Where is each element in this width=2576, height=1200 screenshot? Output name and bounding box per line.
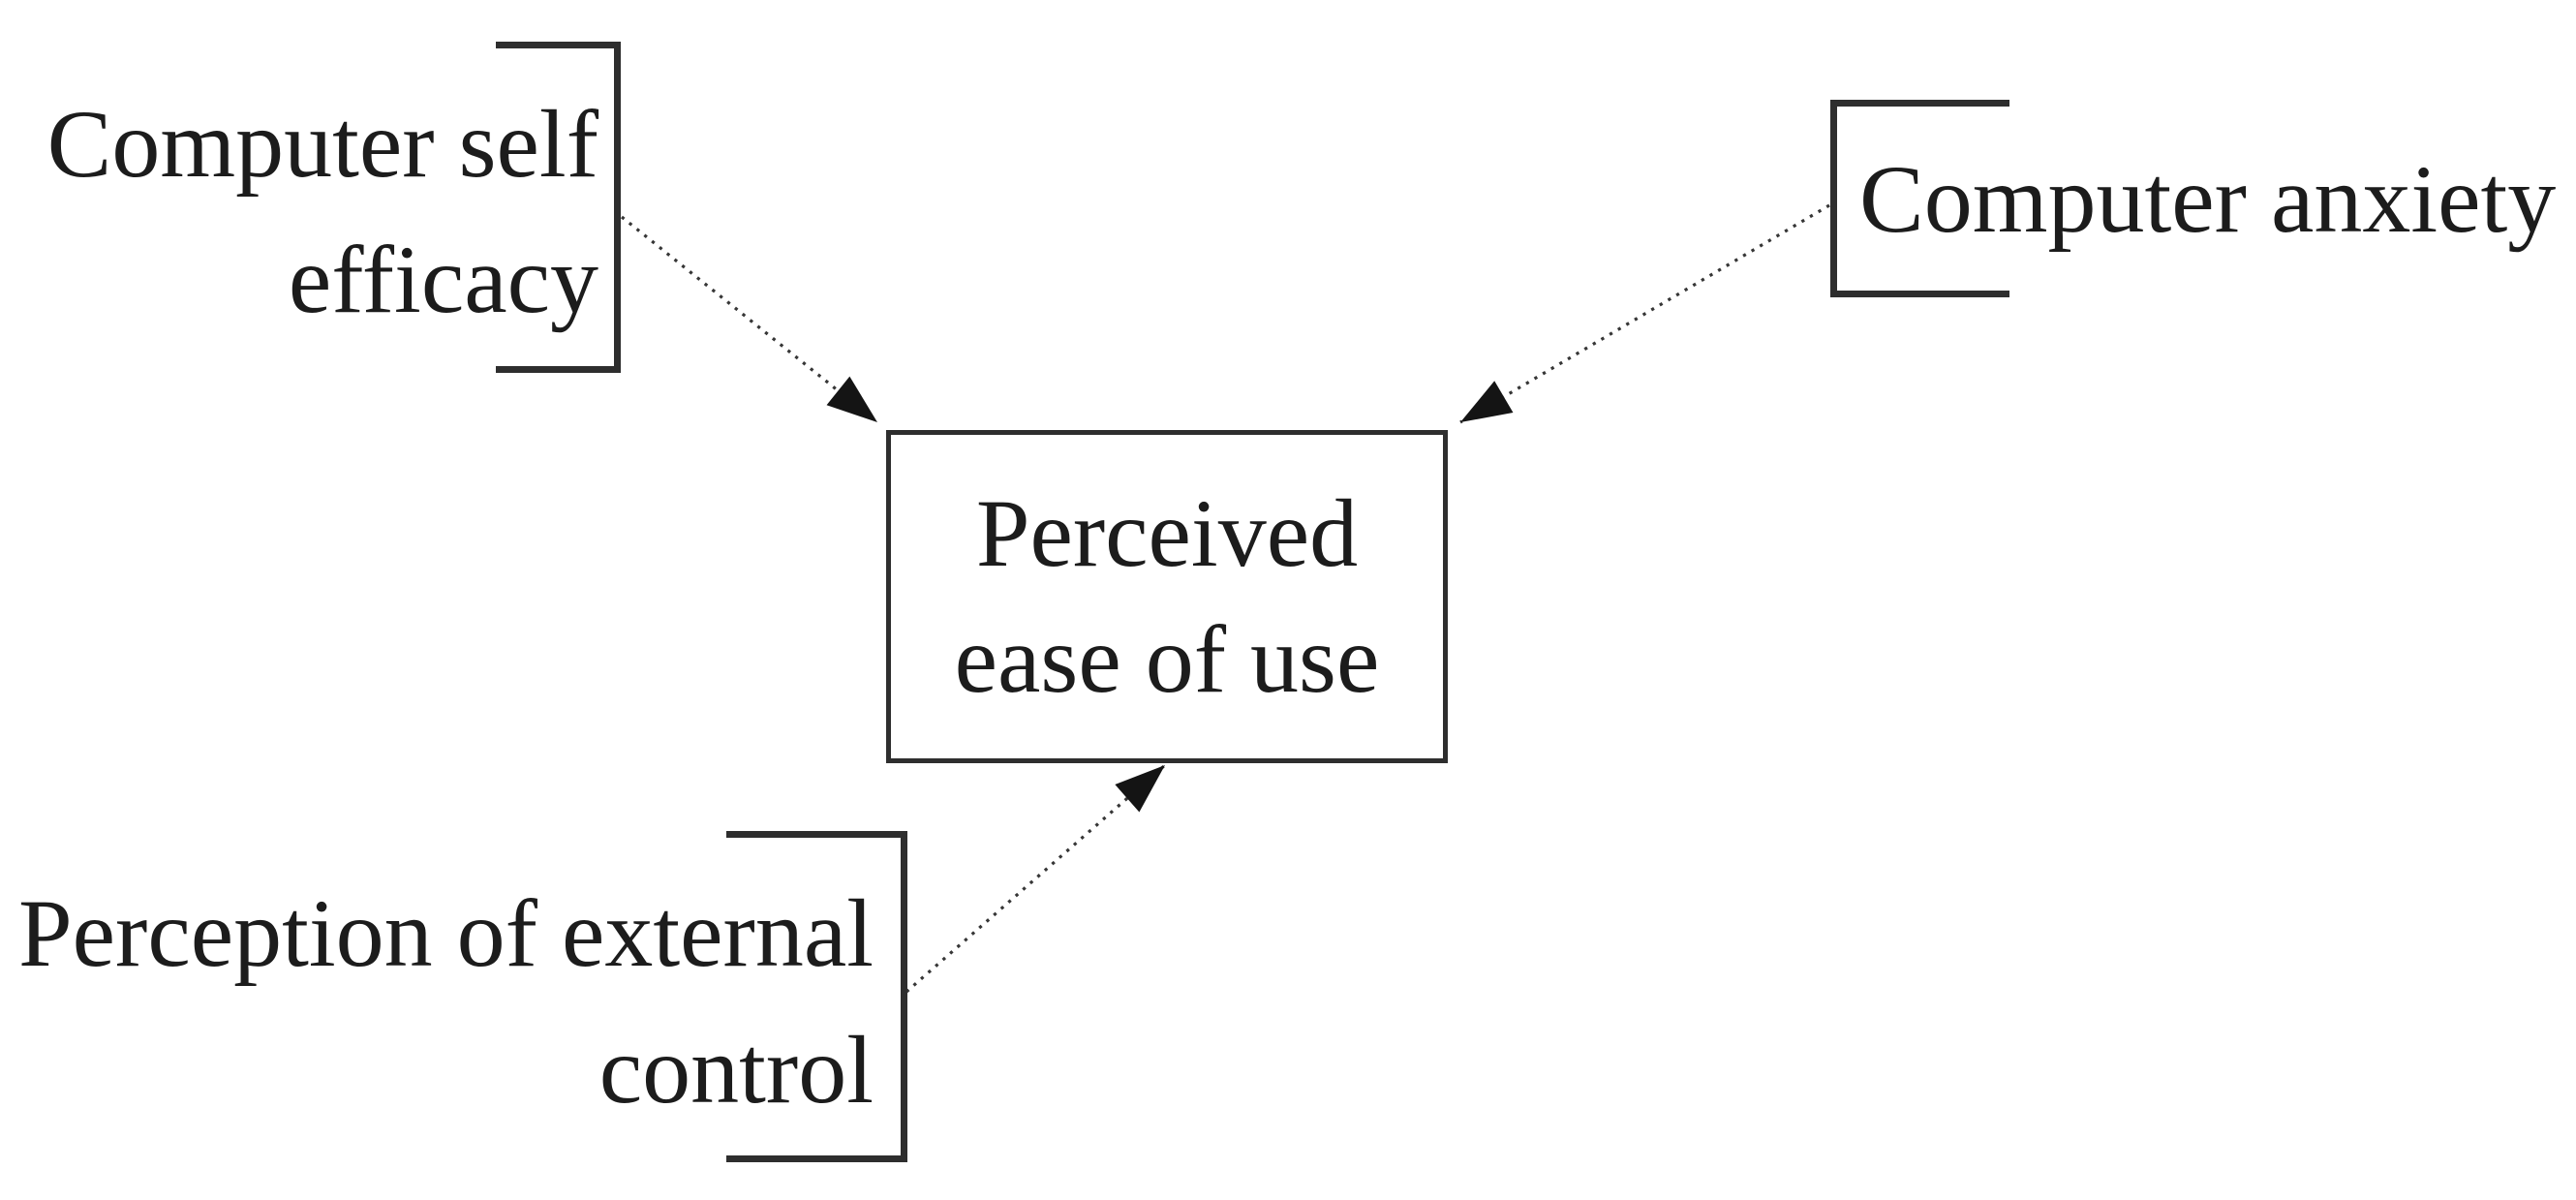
label-line: Computer self [46, 90, 598, 198]
perceived-ease-of-use-box: Perceived ease of use [886, 430, 1448, 763]
label-computer-self-efficacy: Computer self efficacy [0, 77, 598, 348]
label-line: efficacy [288, 226, 598, 333]
perceived-ease-of-use-label: Perceived ease of use [955, 471, 1380, 723]
label-line: control [598, 1016, 874, 1123]
label-perception-of-external-control: Perception of external control [0, 865, 874, 1138]
label-line: Perception of external [18, 879, 874, 987]
label-line: ease of use [954, 605, 1380, 713]
arrow-perception-external-control-to-peou [905, 763, 1167, 994]
label-line: Perceived [975, 479, 1359, 587]
bracket-computer-self-efficacy [496, 42, 621, 373]
label-computer-anxiety: Computer anxiety [1859, 132, 2556, 267]
bracket-perception-of-external-control [726, 831, 907, 1162]
arrow-computer-self-efficacy-to-peou [620, 215, 879, 424]
bracket-computer-anxiety [1830, 100, 2009, 297]
label-line: Computer anxiety [1859, 145, 2557, 253]
arrow-computer-anxiety-to-peou [1459, 203, 1830, 424]
